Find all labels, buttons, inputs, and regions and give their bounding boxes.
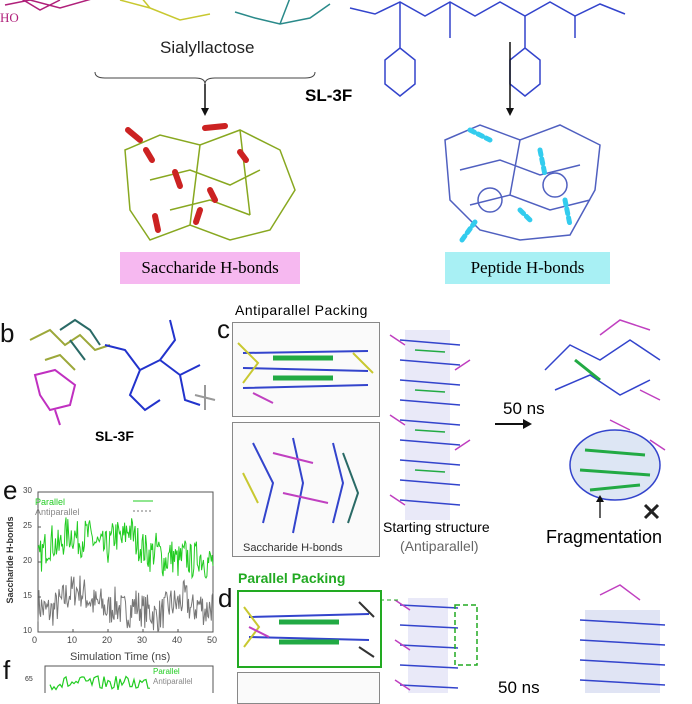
time-label-c: 50 ns [503, 399, 545, 418]
panel-letter-b: b [0, 318, 15, 348]
y-tick-label: 20 [23, 556, 32, 565]
y-tick-label: 10 [23, 626, 32, 635]
antiparallel-inset-top [232, 322, 380, 417]
x-tick-label: 40 [172, 635, 183, 645]
peptide-hbonds-label: Peptide H-bonds [445, 252, 610, 284]
panel-letter-f: f [3, 655, 11, 685]
parallel-title: Parallel Packing [238, 570, 346, 586]
parallel-result-structure [579, 584, 666, 693]
legend-antiparallel-f: Antiparallel [153, 677, 193, 686]
fragmentation-label: Fragmentation [546, 527, 663, 547]
parallel-assembly [394, 598, 459, 693]
inset-label: Saccharide H-bonds [243, 542, 343, 554]
chart-f-partial [44, 665, 214, 693]
antiparallel-inset-bottom: Saccharide H-bonds [232, 422, 380, 557]
series-line-parallel-f [49, 675, 151, 691]
y-tick-label: 25 [23, 521, 32, 530]
legend-parallel: Parallel [35, 497, 66, 507]
fragmented-structure-2 [569, 419, 666, 501]
legend-parallel-f: Parallel [153, 667, 180, 676]
saccharide-hbonds-label: Saccharide H-bonds [120, 252, 300, 284]
sl3f-3d-structure [29, 318, 216, 426]
panel-letter-c: c [217, 314, 230, 344]
time-label-d: 50 ns [498, 678, 540, 697]
x-tick-label: 30 [137, 635, 148, 645]
compound-label-b: SL-3F [95, 428, 134, 444]
parallel-inset [237, 590, 382, 668]
bracket [94, 71, 316, 85]
y-tick-label: 30 [23, 486, 32, 495]
antiparallel-title: Antiparallel Packing [235, 302, 368, 318]
peptide-hbond-structure [444, 124, 601, 243]
x-axis-label: Simulation Time (ns) [70, 651, 171, 663]
legend-antiparallel: Antiparallel [35, 507, 80, 517]
panel-letter-d: d [218, 583, 233, 613]
compound-label: SL-3F [305, 86, 353, 105]
starting-structure-sub: (Antiparallel) [400, 538, 479, 554]
x-tick-label: 0 [32, 635, 38, 645]
x-tick-label: 20 [102, 635, 113, 645]
atom-label: HO [0, 10, 19, 25]
sialyllactose-label: Sialyllactose [160, 38, 255, 57]
chart-saccharide-hbonds [37, 491, 214, 633]
cross-mark-icon [643, 503, 660, 520]
fragmented-structure-1 [544, 319, 661, 401]
y-axis-label: Saccharide H-bonds [5, 516, 15, 604]
chemical-structure [4, 0, 626, 97]
starting-structure-label: Starting structure [383, 519, 490, 535]
y-tick-f: 65 [25, 676, 33, 683]
x-tick-label: 10 [67, 635, 78, 645]
y-tick-label: 15 [23, 591, 32, 600]
series-line-parallel [37, 517, 214, 580]
saccharide-hbond-structure [124, 123, 296, 241]
series-line-antiparallel [37, 575, 214, 633]
parallel-inset-bottom [237, 672, 380, 704]
panel-letter-e: e [3, 475, 18, 505]
antiparallel-starting-structure [389, 330, 471, 520]
x-tick-label: 50 [207, 635, 218, 645]
